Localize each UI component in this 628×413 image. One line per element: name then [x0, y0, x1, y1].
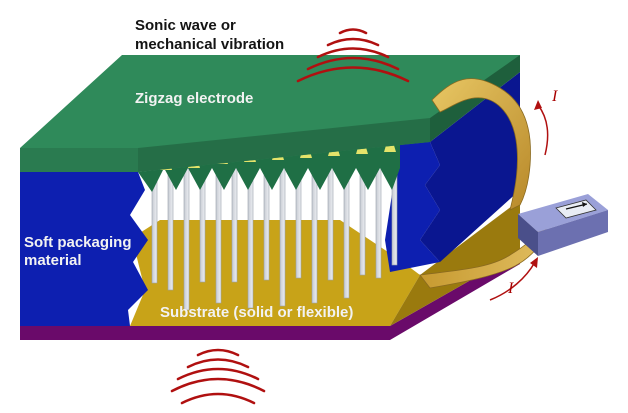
top-electrode-plate: [20, 55, 520, 172]
packaging-layer: [20, 72, 520, 326]
current-arrow-icon: [489, 100, 549, 301]
wave-label-line2: mechanical vibration: [135, 36, 285, 53]
electrode-label: Zigzag electrode: [135, 90, 254, 107]
wave-label-line1: Sonic wave or: [135, 17, 236, 34]
packaging-label-line1: Soft packaging: [24, 234, 132, 251]
current-label-top: I: [552, 88, 558, 105]
substrate-label: Substrate (solid or flexible): [160, 304, 354, 321]
packaging-label-line2: material: [24, 252, 82, 269]
nanowire-array: [151, 157, 398, 311]
sound-wave-icon: [296, 28, 410, 83]
sound-wave-icon: [170, 348, 266, 405]
current-label-bottom: I: [508, 280, 514, 297]
base-layer: [20, 252, 520, 340]
ammeter-icon: [518, 194, 608, 256]
